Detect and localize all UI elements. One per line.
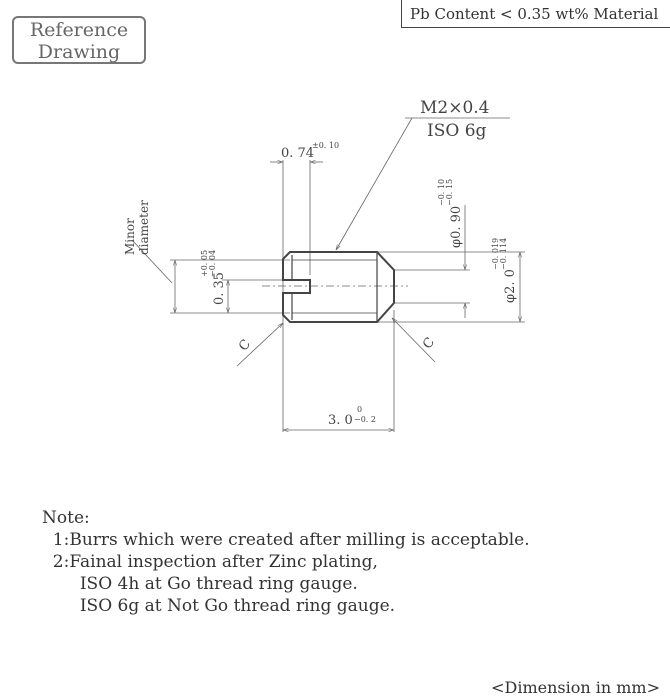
note-item: ISO 6g at Not Go thread ring gauge.	[42, 596, 396, 616]
note-item: ISO 4h at Go thread ring gauge.	[42, 574, 358, 594]
slot-depth-tol-lower: −0. 04	[208, 250, 217, 277]
outer-dia: φ2. 0	[503, 269, 518, 303]
chamfer-left: C	[236, 337, 254, 354]
units-note: <Dimension in mm>	[491, 678, 660, 697]
tip-dia-tol-lower: −0. 15	[445, 179, 454, 206]
length-tol-lower: −0. 2	[354, 415, 376, 424]
thread-class: ISO 6g	[427, 121, 487, 141]
outer-dia-tol-lower: −0. 114	[499, 238, 508, 270]
slot-width: 0. 74	[281, 146, 314, 161]
reference-drawing-badge: Reference Drawing	[12, 16, 146, 64]
tip-dia-tol-upper: −0. 10	[437, 179, 446, 206]
slot-width-tol: ±0. 10	[312, 141, 339, 150]
badge-line-1: Reference	[29, 19, 129, 41]
slot-depth-tol-upper: +0. 05	[200, 250, 209, 277]
outer-dia-tol-upper: −0. 019	[491, 238, 500, 270]
note-item: 2:Fainal inspection after Zinc plating,	[42, 552, 378, 572]
notes-title: Note:	[42, 508, 90, 528]
notes: Note: 1:Burrs which were created after m…	[42, 507, 530, 617]
badge-line-2: Drawing	[37, 41, 121, 63]
slot-depth: 0. 35	[212, 272, 227, 305]
screw-outline	[282, 251, 395, 323]
minor-label-1: Minor	[123, 218, 137, 255]
note-item: 1:Burrs which were created after milling…	[42, 530, 530, 550]
tip-dia: φ0. 90	[449, 206, 464, 248]
length: 3. 0	[328, 413, 353, 428]
thread-spec: M2×0.4	[420, 98, 490, 118]
thread-leader	[336, 117, 413, 250]
length-tol-upper: 0	[357, 405, 362, 414]
material-note: Pb Content < 0.35 wt% Material	[401, 0, 670, 28]
minor-label-2: diameter	[137, 200, 151, 255]
